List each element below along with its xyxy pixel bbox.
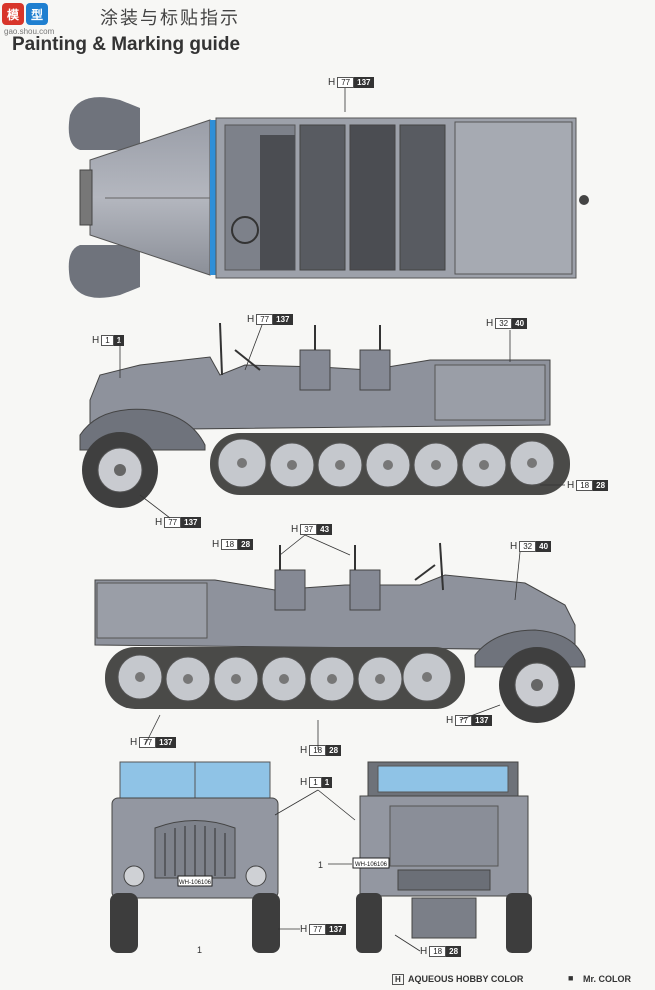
callout-h: H: [300, 745, 308, 756]
mr-code: 1: [113, 335, 125, 346]
callout-h: H: [486, 318, 494, 329]
callout-rear-track: H 18 28: [420, 946, 462, 957]
hobby-code: 1: [309, 777, 322, 788]
callout-h: H: [446, 715, 454, 726]
logo-subtext: gao.shou.com: [4, 27, 55, 36]
rear-plate-text: WH-106106: [355, 862, 388, 868]
chinese-title: 涂装与标贴指示: [100, 8, 240, 29]
callout-h: H: [510, 541, 518, 552]
mr-code: 137: [273, 314, 293, 325]
hobby-code: 32: [519, 541, 537, 552]
hobby-code: 1: [101, 335, 114, 346]
hobby-code: 77: [256, 314, 274, 325]
left-side-view-figure: [79, 322, 570, 508]
callout-front-tire: H 77 137: [300, 924, 346, 935]
right-side-view-figure: [94, 542, 586, 723]
hobby-code: 77: [455, 715, 473, 726]
mr-code: 137: [156, 737, 176, 748]
hobby-code: 18: [221, 539, 239, 550]
callout-h: H: [92, 335, 100, 346]
hobby-code: 77: [164, 517, 182, 528]
mr-code: 137: [181, 517, 201, 528]
callout-side1-track: H 18 28: [567, 480, 609, 491]
mr-code: 40: [536, 541, 552, 552]
hobby-code: 18: [576, 480, 594, 491]
hobby-code: 18: [429, 946, 447, 957]
callout-side2-wheel: H 77 137: [446, 715, 492, 726]
callout-h: H: [212, 539, 220, 550]
callout-side1-rear: H 32 40: [486, 318, 528, 329]
site-logo[interactable]: 模 型: [2, 2, 90, 26]
callout-top-view: H 77 137: [328, 77, 374, 88]
logo-badge-red: 模: [2, 3, 24, 25]
mr-code: 28: [238, 539, 254, 550]
callout-h: H: [300, 777, 308, 788]
rear-decal-number: 1: [318, 860, 324, 870]
top-view-figure: [68, 97, 589, 298]
callout-h: H: [291, 524, 299, 535]
callout-side1-wheel: H 77 137: [155, 517, 201, 528]
mr-code: 43: [317, 524, 333, 535]
rear-view-figure: WH-106106: [352, 761, 532, 953]
callout-h: H: [420, 946, 428, 957]
legend-hobby-mark: H: [392, 974, 404, 985]
hobby-code: 77: [139, 737, 157, 748]
mr-code: 1: [321, 777, 333, 788]
legend-mr-mark: ■: [568, 973, 574, 983]
callout-side2-track-left: H 77 137: [130, 737, 176, 748]
mr-code: 28: [446, 946, 462, 957]
mr-code: 28: [326, 745, 342, 756]
page-title: Painting & Marking guide: [12, 34, 241, 55]
hobby-code: 32: [495, 318, 513, 329]
callout-side2-guns: H 37 43: [291, 524, 333, 535]
callout-h: H: [247, 314, 255, 325]
callout-side2-hood: H 32 40: [510, 541, 552, 552]
callout-side2-gun-left: H 18 28: [212, 539, 254, 550]
hobby-code: 77: [309, 924, 327, 935]
hobby-code: 37: [300, 524, 318, 535]
front-plate-text: WH-106106: [179, 880, 212, 886]
callout-side1-hood: H 1 1: [92, 335, 125, 346]
callout-front-rear-plate: H 1 1: [300, 777, 333, 788]
legend-mr-label: Mr. COLOR: [583, 974, 632, 984]
mr-code: 137: [472, 715, 492, 726]
legend-hobby-label: AQUEOUS HOBBY COLOR: [408, 974, 524, 984]
hobby-code: 77: [337, 77, 355, 88]
callout-h: H: [328, 77, 336, 88]
logo-badge-blue: 型: [26, 3, 48, 25]
callout-side1-body: H 77 137: [247, 314, 293, 325]
callout-h: H: [155, 517, 163, 528]
callout-h: H: [300, 924, 308, 935]
callout-h: H: [130, 737, 138, 748]
header: 模 型 gao.shou.com 涂装与标贴指示 Painting & Mark…: [0, 0, 655, 62]
color-legend: H AQUEOUS HOBBY COLOR ■ Mr. COLOR: [0, 972, 655, 988]
mr-code: 40: [512, 318, 528, 329]
front-decal-number: 1: [197, 945, 203, 955]
mr-code: 137: [354, 77, 374, 88]
mr-code: 137: [326, 924, 346, 935]
mr-code: 28: [593, 480, 609, 491]
callout-h: H: [567, 480, 575, 491]
front-view-figure: WH-106106: [110, 761, 280, 953]
